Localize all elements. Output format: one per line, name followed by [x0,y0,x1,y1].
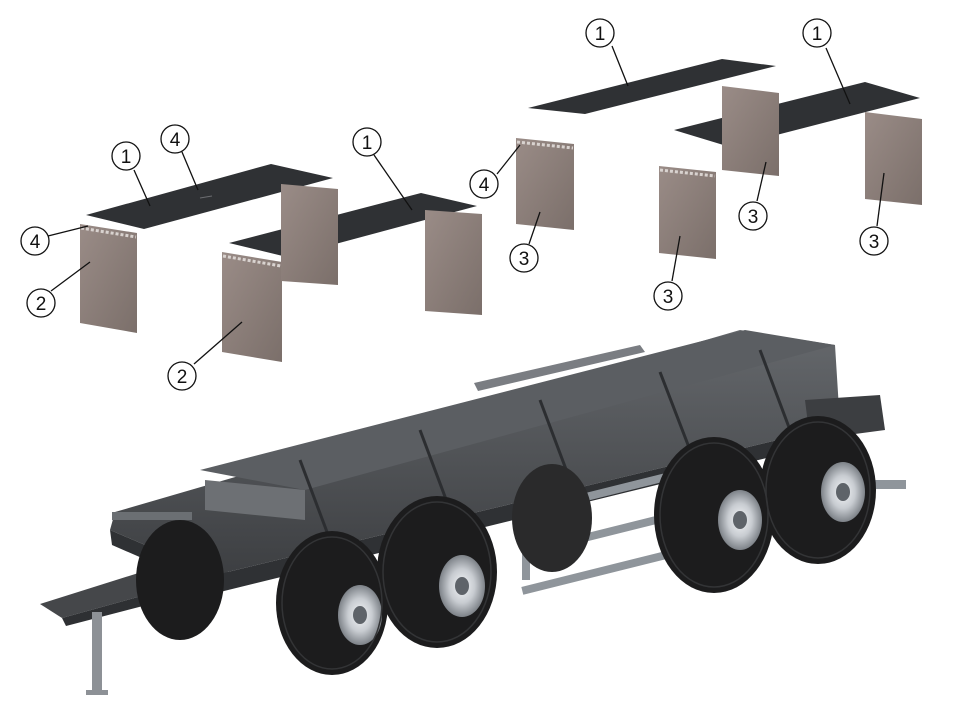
wheel [654,437,774,593]
callout-label: 3 [869,232,880,253]
callouts: 1 4 1 4 2 2 1 1 [20,18,889,391]
mudflap [659,166,716,259]
mudflap [516,138,574,230]
fender-plates [86,59,920,257]
callout-bubble: 3 [738,201,768,231]
callout-bubble: 4 [469,169,499,199]
leader-lines [47,45,885,365]
mudflap [865,112,922,205]
mudflap [425,210,482,315]
callout-label: 4 [170,130,181,151]
callout-bubble: 4 [160,124,190,154]
callout-bubble: 2 [26,288,56,318]
callout-label: 2 [177,367,188,388]
wheels [136,416,876,675]
callout-bubble: 4 [20,226,50,256]
callout-bubble: 3 [509,243,539,273]
callout-bubble: 2 [167,361,197,391]
wheel [136,520,224,640]
callout-label: 2 [36,294,47,315]
mudflap [80,224,137,333]
callout-label: 4 [30,232,41,253]
mudflap [281,184,338,285]
callout-bubble: 1 [352,127,382,157]
callout-label: 4 [479,175,490,196]
callout-label: 1 [812,24,823,45]
mudflaps [80,86,922,362]
callout-label: 3 [519,249,530,270]
callout-label: 3 [748,207,759,228]
callout-bubble: 1 [802,18,832,48]
mudflap [722,86,779,176]
callout-bubble: 3 [859,226,889,256]
wheel [760,416,876,564]
callout-label: 1 [595,24,606,45]
callout-bubble: 1 [111,141,141,171]
wheel [512,464,592,572]
callout-label: 1 [362,133,373,154]
callout-bubble: 1 [585,18,615,48]
fender-plate [528,59,776,114]
callout-label: 1 [121,147,132,168]
callout-bubble: 3 [653,281,683,311]
support-leg [92,612,102,694]
mudflap [222,252,282,362]
callout-label: 3 [663,287,674,308]
